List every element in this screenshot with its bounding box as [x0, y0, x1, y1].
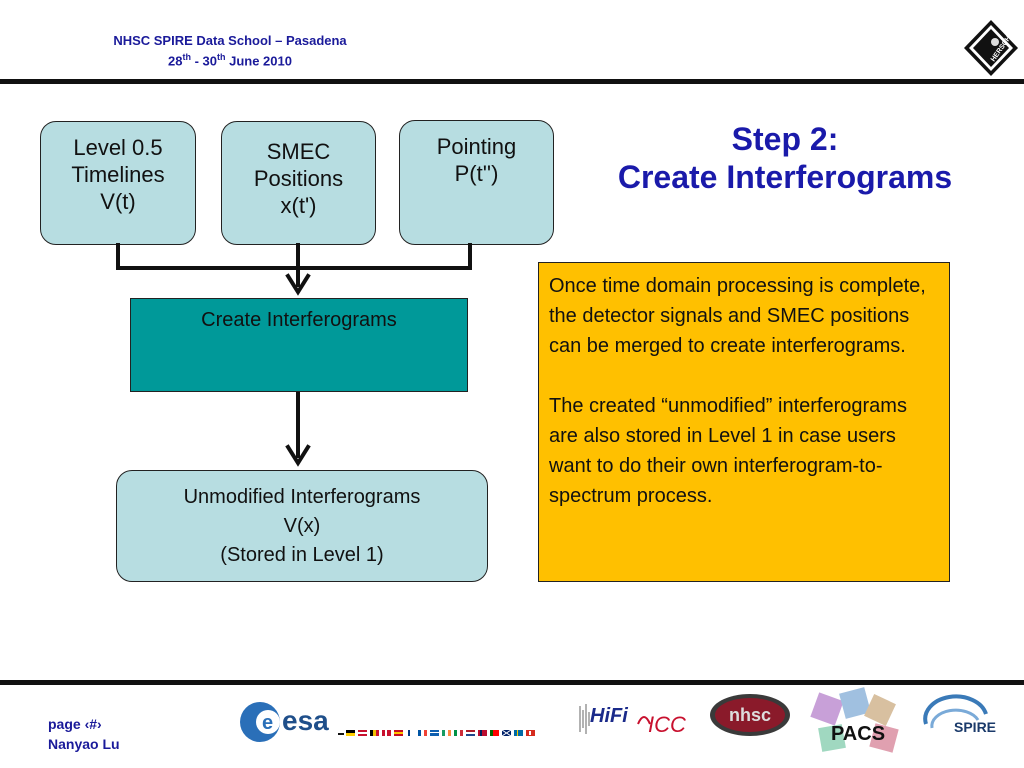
- input-level05-line2: Timelines: [71, 162, 165, 187]
- hifi-icc-logo: HiFi ICC: [579, 704, 686, 737]
- header-event: NHSC SPIRE Data School – Pasadena 28th -…: [60, 33, 400, 69]
- footer-info: page ‹#› Nanyao Lu: [48, 714, 120, 754]
- input-level05-line3: V(t): [100, 189, 136, 214]
- process-label: Create Interferograms: [201, 309, 397, 331]
- svg-text:e: e: [262, 712, 273, 734]
- merge-connector: [116, 243, 472, 270]
- nhsc-logo: nhsc: [710, 694, 790, 736]
- input-level05-timelines: Level 0.5 Timelines V(t): [40, 121, 196, 245]
- input-smec-line1: SMEC: [266, 139, 331, 164]
- pacs-logo: PACS: [810, 687, 899, 753]
- input-pointing: Pointing P(t''): [399, 120, 554, 245]
- note-paragraph-1: Once time domain processing is complete,…: [549, 275, 926, 357]
- process-create-interferograms: Create Interferograms: [130, 298, 468, 392]
- slide-title: Step 2: Create Interferograms: [560, 120, 1010, 196]
- esa-logo-text: esa: [282, 705, 329, 736]
- page-number: page ‹#›: [48, 716, 102, 732]
- author-name: Nanyao Lu: [48, 736, 120, 752]
- input-smec-positions: SMEC Positions x(t'): [221, 121, 376, 245]
- nhsc-logo-text: nhsc: [729, 705, 771, 725]
- output-line2: V(x): [283, 515, 321, 537]
- header-divider: [0, 79, 1024, 84]
- input-pointing-line2: P(t''): [454, 161, 499, 186]
- esa-logo: e esa: [240, 702, 535, 742]
- slide-title-line1: Step 2:: [731, 121, 839, 157]
- spire-logo: SPIRE: [923, 694, 996, 735]
- input-level05-line1: Level 0.5: [73, 135, 163, 160]
- note-paragraph-2: The created “unmodified” interferograms …: [549, 395, 907, 507]
- hifi-logo-text: HiFi: [590, 705, 628, 727]
- icc-logo-text: ICC: [648, 712, 686, 737]
- header-event-title: NHSC SPIRE Data School – Pasadena: [113, 33, 347, 48]
- input-smec-line3: x(t'): [280, 193, 317, 218]
- output-unmodified-interferograms: Unmodified Interferograms V(x) (Stored i…: [116, 470, 488, 582]
- input-pointing-line1: Pointing: [436, 134, 517, 159]
- footer-divider: [0, 680, 1024, 685]
- output-line1: Unmodified Interferograms: [183, 486, 421, 508]
- spire-logo-text: SPIRE: [954, 719, 996, 735]
- output-line3: (Stored in Level 1): [220, 544, 384, 566]
- member-state-flags: [346, 729, 535, 737]
- arrow-head-to-output: [285, 444, 311, 467]
- input-smec-line2: Positions: [253, 166, 344, 191]
- arrow-head-to-process: [285, 273, 311, 296]
- header-event-dates: 28th - 30th June 2010: [168, 52, 292, 69]
- slide-title-line2: Create Interferograms: [617, 159, 953, 195]
- herschel-logo: HERSCHEL: [964, 20, 1018, 76]
- explanation-note: Once time domain processing is complete,…: [538, 262, 950, 582]
- pacs-logo-text: PACS: [831, 723, 885, 745]
